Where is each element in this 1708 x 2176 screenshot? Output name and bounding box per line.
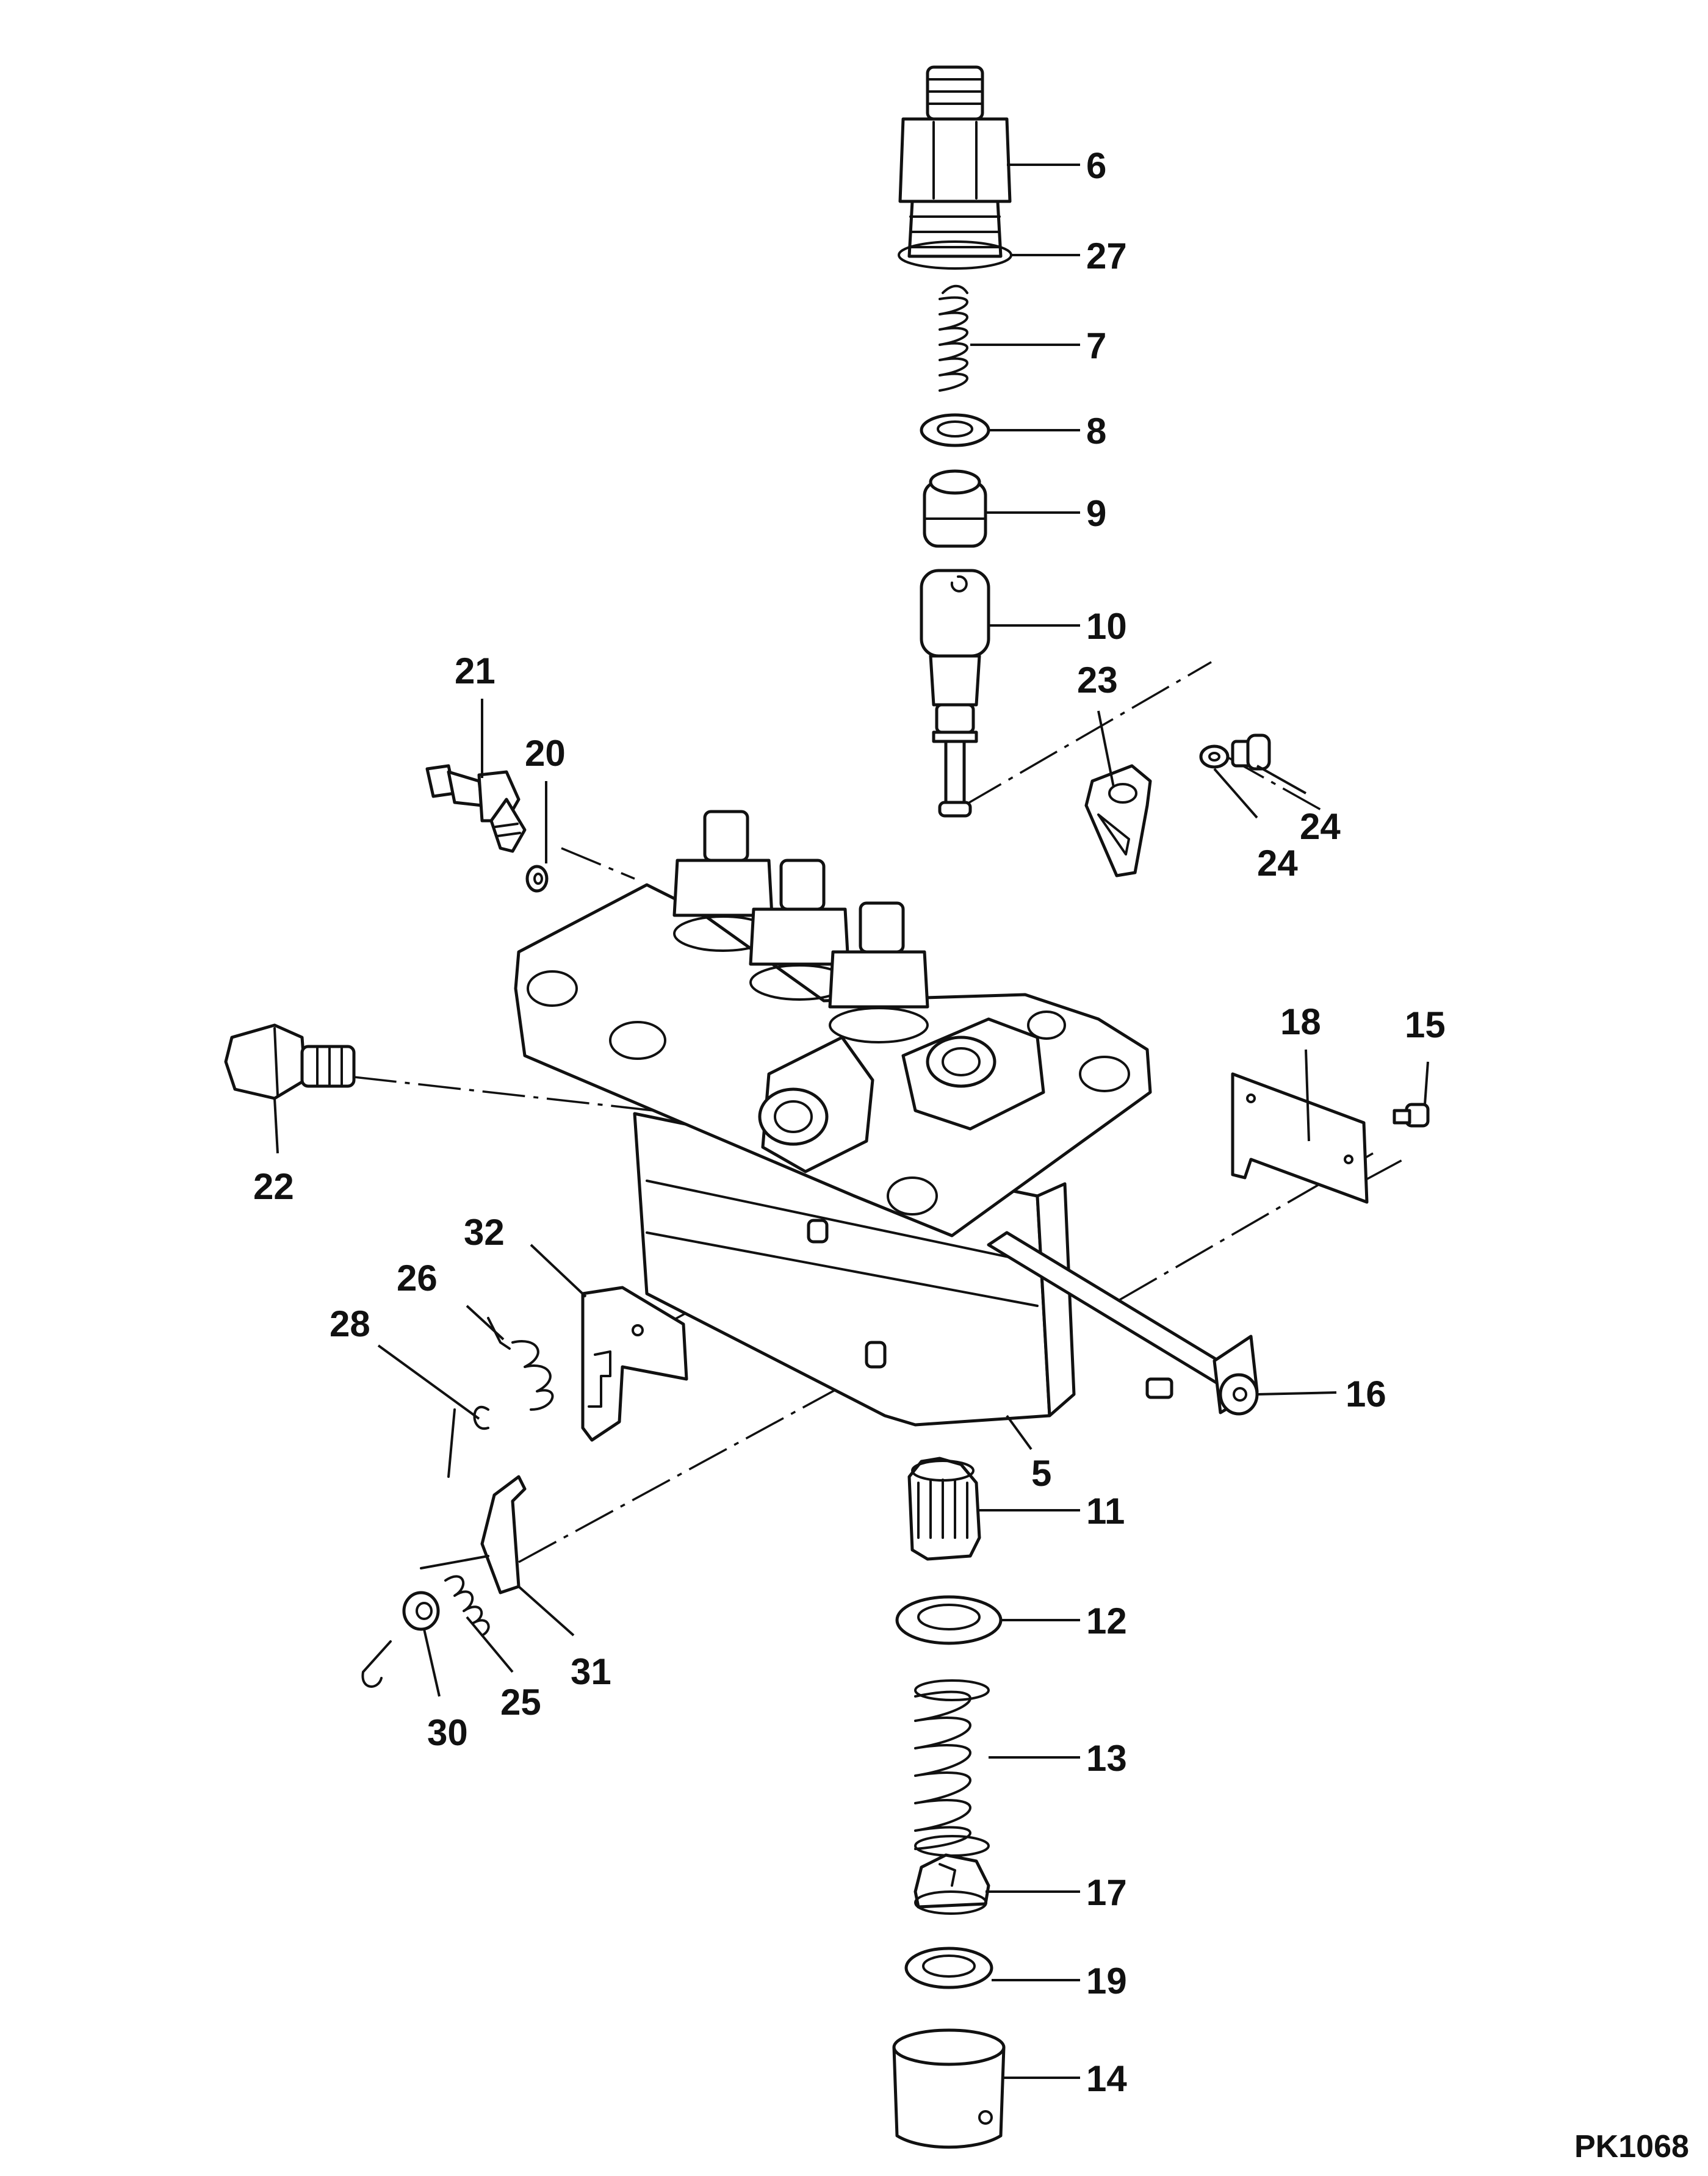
callout-7: 7 (1086, 325, 1106, 366)
plunger-spring-13 (914, 1679, 990, 1857)
banjo-bolt-22 (224, 1023, 356, 1100)
screw-15 (1393, 1103, 1430, 1128)
callout-14: 14 (1086, 2058, 1127, 2099)
plunger-barrel-10 (920, 569, 990, 818)
callout-27: 27 (1086, 236, 1127, 276)
valve-spring-7 (939, 284, 968, 392)
bleed-screw-21 (425, 764, 527, 853)
callout-8: 8 (1086, 411, 1106, 452)
callout-9: 9 (1086, 493, 1106, 534)
callout-18: 18 (1280, 1001, 1321, 1042)
bracket-23 (1084, 764, 1152, 877)
tappet-14 (892, 2028, 1006, 2149)
delivery-holders-on-body (672, 810, 929, 1043)
callout-24-lower: 24 (1257, 843, 1298, 884)
shim-19 (904, 1947, 993, 1989)
drawing-code: PK1068 (1574, 2129, 1689, 2164)
control-sleeve-11 (907, 1457, 981, 1561)
callout-22: 22 (253, 1166, 294, 1207)
lever-31 (420, 1475, 527, 1594)
callout-25: 25 (500, 1682, 541, 1723)
torsion-spring-26 (487, 1317, 554, 1411)
callout-32: 32 (464, 1212, 505, 1253)
spring-seat-12 (895, 1595, 1003, 1645)
callout-24-upper: 24 (1300, 806, 1341, 847)
callout-5: 5 (1031, 1453, 1051, 1494)
callout-26: 26 (397, 1258, 438, 1299)
link-plate-32 (581, 1286, 688, 1442)
callout-28: 28 (330, 1303, 370, 1344)
callout-19: 19 (1086, 1961, 1127, 2001)
callout-10: 10 (1086, 606, 1127, 647)
callout-23: 23 (1077, 660, 1118, 701)
clip-30 (361, 1591, 440, 1688)
pump-body-5 (514, 883, 1152, 1427)
callout-labels: 6 27 7 8 9 10 23 24 24 21 20 22 18 15 16… (253, 145, 1689, 2164)
callout-15: 15 (1405, 1004, 1446, 1045)
lower-seat-17 (913, 1853, 990, 1915)
washer-20 (525, 865, 549, 893)
callout-17: 17 (1086, 1872, 1127, 1913)
callout-11: 11 (1086, 1491, 1125, 1532)
callout-16: 16 (1346, 1374, 1386, 1414)
e-clip-28 (447, 1405, 489, 1478)
spring-25 (444, 1575, 490, 1637)
washer-24 (1199, 744, 1230, 769)
screw-24 (1231, 733, 1271, 771)
spring-seat-8 (920, 413, 990, 447)
callout-30: 30 (427, 1712, 468, 1753)
control-rack-16 (987, 1231, 1259, 1416)
callout-6: 6 (1086, 145, 1106, 186)
callout-31: 31 (571, 1651, 611, 1692)
callout-20: 20 (525, 733, 566, 774)
plate-18 (1231, 1072, 1369, 1204)
callout-13: 13 (1086, 1738, 1127, 1779)
delivery-valve-holder (898, 65, 1012, 258)
callout-leaders (273, 164, 1429, 2079)
delivery-valve-9 (923, 469, 987, 548)
callout-12: 12 (1086, 1601, 1127, 1641)
callout-21: 21 (455, 650, 495, 691)
